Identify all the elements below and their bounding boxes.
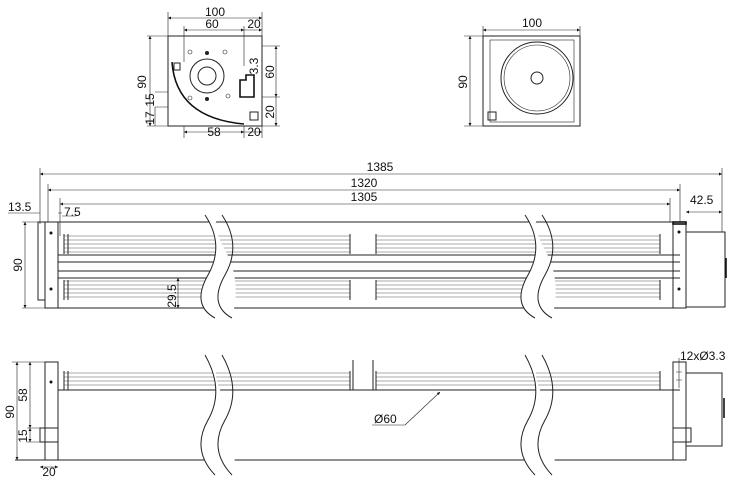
dim-height: 90 [11,258,25,272]
dim-inner-offset: 7.5 [64,205,81,219]
end-view-right: 100 90 [456,16,581,127]
dim-height: 90 [3,405,17,419]
dim-right-20: 20 [263,105,277,119]
dim-15: 15 [143,93,157,107]
dim-hole: 3.3 [247,57,261,74]
dim-holes: 12xØ3.3 [680,349,726,363]
front-view: 1385 1320 1305 13.5 7.5 42.5 90 29.5 [8,160,727,319]
bottom-view: 90 58 15 20 Ø60 12xØ3.3 [3,349,726,479]
dim-right-60: 60 [263,65,277,79]
dim-inner: 1305 [351,190,378,204]
dim-width: 100 [205,5,225,19]
dim-fin-depth: 29.5 [165,284,179,308]
end-view-left: 100 60 20 90 3.3 60 20 17 15 58 20 [135,5,280,139]
dim-20: 20 [42,465,56,479]
dim-mid: 1320 [351,176,378,190]
dim-58: 58 [207,125,221,139]
dim-15: 15 [16,429,30,443]
fins [63,234,661,300]
dim-diameter: Ø60 [374,412,397,426]
dim-overall: 1385 [367,160,394,174]
dim-bottom-20: 20 [247,125,261,139]
dim-60: 60 [205,17,219,31]
dim-20-top: 20 [247,17,261,31]
dim-motor: 42.5 [690,193,714,207]
dim-width: 100 [522,16,542,30]
dim-left-offset: 13.5 [8,200,32,214]
dim-17: 17 [143,111,157,125]
dim-height: 90 [135,75,149,89]
dim-height: 90 [456,75,470,89]
dim-58: 58 [16,388,30,402]
